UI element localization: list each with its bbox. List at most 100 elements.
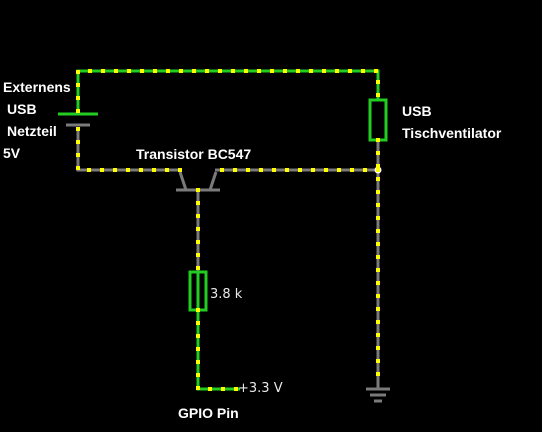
current-dot — [374, 69, 378, 73]
current-dot — [76, 140, 80, 144]
current-dot — [196, 214, 200, 218]
current-dot — [376, 93, 380, 97]
current-dot — [361, 69, 365, 73]
return-wires — [76, 127, 380, 388]
current-dot — [101, 69, 105, 73]
supply-label-line: 5V — [3, 145, 21, 161]
current-dot — [76, 109, 80, 113]
current-dot — [376, 281, 380, 285]
current-dot — [348, 69, 352, 73]
current-dot — [376, 80, 380, 84]
current-dot — [127, 69, 131, 73]
current-dot — [376, 164, 380, 168]
current-dot — [363, 168, 367, 172]
current-dot — [196, 266, 200, 270]
current-dot — [196, 253, 200, 257]
current-dot — [205, 69, 209, 73]
resistor-value-label: 3.8 k — [210, 287, 243, 302]
powered-wires — [76, 69, 380, 391]
current-dot — [114, 69, 118, 73]
current-dot — [376, 333, 380, 337]
current-dot — [259, 168, 263, 172]
fan-label-line: USB — [402, 103, 432, 119]
current-dot — [376, 320, 380, 324]
current-dot — [376, 229, 380, 233]
current-dot — [192, 69, 196, 73]
current-dot — [376, 190, 380, 194]
current-dot — [221, 387, 225, 391]
current-dot — [246, 168, 250, 172]
current-dot — [218, 69, 222, 73]
gpio-voltage-label: +3.3 V — [238, 381, 283, 396]
current-dot — [88, 69, 92, 73]
current-dot — [257, 69, 261, 73]
ground-symbol — [366, 387, 390, 403]
current-dot — [376, 346, 380, 350]
current-dot — [196, 308, 200, 312]
current-dot — [140, 69, 144, 73]
current-dots — [76, 69, 380, 391]
current-dot — [376, 168, 380, 172]
current-dot — [270, 69, 274, 73]
current-dot — [285, 168, 289, 172]
fan-load-symbol — [368, 98, 388, 142]
current-dot — [76, 83, 80, 87]
supply-label-line: Netzteil — [7, 123, 57, 139]
current-dot — [76, 166, 80, 170]
current-dot — [166, 69, 170, 73]
supply-label: Externens USB Netzteil 5V — [3, 76, 71, 164]
current-dot — [231, 69, 235, 73]
current-dot — [76, 70, 80, 74]
current-dot — [165, 168, 169, 172]
current-dot — [376, 216, 380, 220]
transistor-label: Transistor BC547 — [136, 146, 252, 162]
gpio-wire — [196, 310, 240, 391]
current-dot — [208, 387, 212, 391]
current-dot — [196, 386, 200, 390]
current-dot — [376, 242, 380, 246]
current-dot — [196, 373, 200, 377]
current-dot — [178, 168, 182, 172]
current-dot — [376, 255, 380, 259]
top-supply-wire — [76, 69, 380, 111]
supply-label-line: Externens — [3, 79, 71, 95]
battery-symbol — [58, 112, 98, 127]
current-dot — [196, 227, 200, 231]
current-dot — [234, 387, 238, 391]
current-dot — [233, 168, 237, 172]
current-dot — [152, 168, 156, 172]
current-dot — [335, 69, 339, 73]
current-dot — [126, 168, 130, 172]
current-dot — [113, 168, 117, 172]
current-dot — [179, 69, 183, 73]
base-resistor-symbol — [188, 270, 208, 312]
current-dot — [376, 151, 380, 155]
current-dot — [337, 168, 341, 172]
current-dot — [76, 153, 80, 157]
transistor-symbol — [176, 171, 220, 192]
current-dot — [153, 69, 157, 73]
current-dot — [376, 138, 380, 142]
current-dot — [298, 168, 302, 172]
current-dot — [196, 347, 200, 351]
current-dot — [296, 69, 300, 73]
current-dot — [376, 372, 380, 376]
current-dot — [196, 188, 200, 192]
current-dot — [376, 294, 380, 298]
current-dot — [376, 203, 380, 207]
current-dot — [100, 168, 104, 172]
current-dot — [196, 321, 200, 325]
current-dot — [139, 168, 143, 172]
current-dot — [244, 69, 248, 73]
supply-label-line: USB — [7, 101, 37, 117]
current-dot — [350, 168, 354, 172]
current-dot — [76, 127, 80, 131]
current-dot — [376, 268, 380, 272]
current-dot — [196, 334, 200, 338]
current-dot — [283, 69, 287, 73]
current-dot — [76, 96, 80, 100]
current-dot — [376, 177, 380, 181]
current-dot — [322, 69, 326, 73]
current-dot — [196, 240, 200, 244]
